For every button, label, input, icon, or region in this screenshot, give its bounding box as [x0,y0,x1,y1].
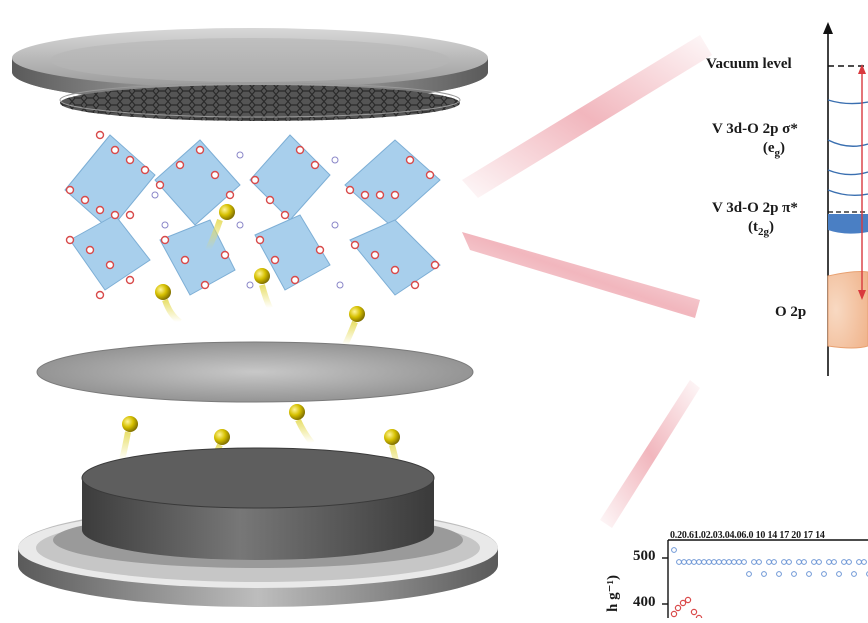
discharge-point [786,559,792,565]
graphene-mesh [59,82,461,121]
discharge-point [756,559,762,565]
discharge-point [731,559,737,565]
discharge-point [736,559,742,565]
discharge-point [801,559,807,565]
discharge-point [771,559,777,565]
discharge-point [676,559,682,565]
discharge-point [706,559,712,565]
discharge-series [671,547,868,577]
cathode-crystal-structure [64,130,441,300]
discharge-point [726,559,732,565]
charge-series [670,596,703,622]
discharge-point [716,559,722,565]
charge-point [679,599,687,607]
anode-base [18,447,498,607]
sigma-level-text: V 3d-O 2p σ* [712,121,798,137]
discharge-point [751,559,757,565]
charge-point [684,596,692,604]
discharge-point [761,571,767,577]
o2p-level-label: O 2p [775,304,807,320]
highlight-beams [462,35,712,528]
discharge-point [721,559,727,565]
y-axis-label: h g⁻¹) [605,574,621,612]
discharge-point [671,547,677,553]
pi-level-text: V 3d-O 2p π* [712,200,798,216]
discharge-point [686,559,692,565]
discharge-point [821,571,827,577]
discharge-point [851,571,857,577]
pi-level-label: V 3d-O 2p π* (t2g) [712,200,798,238]
energy-level-diagram [823,22,868,376]
discharge-point [831,559,837,565]
y-tick-400: 400 [633,594,656,610]
discharge-point [696,559,702,565]
discharge-point [866,571,868,577]
discharge-point [741,559,747,565]
charge-point [674,604,682,612]
discharge-point [701,559,707,565]
rate-labels: 0.20.61.02.03.04.06.0 10 14 17 20 17 14 [670,530,825,541]
discharge-point [766,559,772,565]
discharge-point [681,559,687,565]
y-tick-500: 500 [633,548,656,564]
sigma-level-label: V 3d-O 2p σ* (eg) [712,121,798,159]
capacity-chart [662,539,868,622]
discharge-point [826,559,832,565]
discharge-point [791,571,797,577]
discharge-point [781,559,787,565]
charge-point [670,610,678,618]
separator-disc [36,341,474,403]
discharge-point [816,559,822,565]
zinc-ions-upper [155,204,365,347]
discharge-point [711,559,717,565]
discharge-point [841,559,847,565]
vacuum-level-label: Vacuum level [706,56,792,72]
discharge-point [811,559,817,565]
discharge-point [836,571,842,577]
discharge-point [806,571,812,577]
charge-point [690,608,698,616]
discharge-point [776,571,782,577]
discharge-point [796,559,802,565]
discharge-point [861,559,867,565]
discharge-point [846,559,852,565]
discharge-point [746,571,752,577]
discharge-point [856,559,862,565]
discharge-point [691,559,697,565]
